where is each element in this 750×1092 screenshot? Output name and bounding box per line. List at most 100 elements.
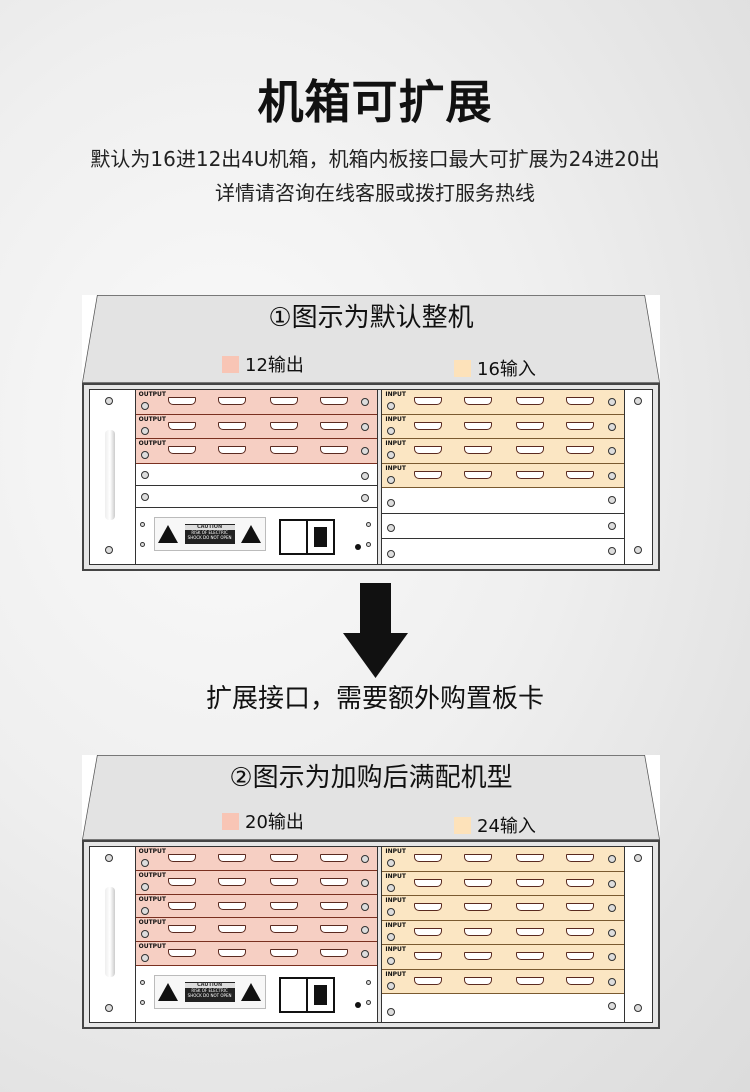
- blank-slot: [135, 464, 378, 486]
- hdmi-port-icon: [414, 927, 443, 936]
- caution-text: RISK OF ELECTRIC SHOCK DO NOT OPEN: [187, 530, 232, 540]
- hdmi-port-icon: [516, 952, 545, 960]
- port-label: INPUT: [385, 872, 407, 880]
- right-panel: [624, 390, 652, 564]
- blank-slot: [382, 488, 625, 514]
- hdmi-port-icon: [319, 949, 348, 958]
- hdmi-port-icon: [217, 925, 246, 934]
- hdmi-port-icon: [319, 901, 348, 910]
- input-card: INPUT: [382, 871, 625, 896]
- caution-title: CAUTION: [184, 982, 235, 988]
- caution-text: RISK OF ELECTRIC SHOCK DO NOT OPEN: [187, 987, 232, 998]
- hdmi-port-icon: [516, 854, 545, 862]
- hdmi-port-icon: [516, 421, 545, 430]
- hdmi-port-icon: [167, 901, 196, 910]
- hdmi-port-icon: [319, 925, 348, 934]
- hdmi-port-icon: [319, 854, 348, 862]
- hdmi-port-icon: [414, 421, 443, 430]
- hdmi-port-icon: [319, 446, 348, 454]
- port-label: INPUT: [385, 391, 407, 398]
- hdmi-port-icon: [464, 927, 493, 936]
- hdmi-port-icon: [269, 901, 298, 910]
- warning-icon: [241, 525, 262, 543]
- hdmi-port-icon: [516, 470, 545, 479]
- input-card: INPUT: [382, 847, 625, 872]
- port-label: OUTPUT: [138, 895, 167, 903]
- hdmi-port-icon: [464, 976, 493, 985]
- hdmi-port-icon: [167, 877, 196, 886]
- output-card: OUTPUT: [135, 918, 378, 943]
- power-inlet-icon: [281, 521, 308, 553]
- hdmi-port-icon: [464, 470, 493, 479]
- hdmi-port-icon: [516, 903, 545, 911]
- blank-slot: [382, 994, 624, 1022]
- hdmi-port-icon: [516, 397, 545, 405]
- hdmi-port-icon: [414, 976, 443, 985]
- input-card: INPUT: [382, 390, 625, 415]
- hdmi-port-icon: [566, 878, 595, 887]
- port-label: INPUT: [385, 464, 407, 472]
- output-card: OUTPUT: [135, 894, 378, 919]
- output-card: OUTPUT: [135, 439, 378, 464]
- hdmi-port-icon: [217, 397, 246, 405]
- hdmi-port-icon: [464, 903, 493, 911]
- hdmi-port-icon: [167, 421, 196, 430]
- output-color-swatch: [222, 355, 239, 373]
- hdmi-port-icon: [414, 952, 443, 960]
- input-legend-label: 16输入: [477, 359, 536, 380]
- left-handle-panel: [90, 390, 136, 564]
- input-legend: 16输入: [454, 355, 536, 381]
- output-legend-label: 12输出: [245, 355, 304, 376]
- blank-slot: [135, 486, 378, 508]
- power-socket: [278, 976, 335, 1013]
- hdmi-port-icon: [217, 901, 246, 910]
- blank-slot: [382, 539, 624, 564]
- hdmi-port-icon: [414, 854, 443, 862]
- hdmi-port-icon: [566, 421, 595, 430]
- hdmi-port-icon: [516, 878, 545, 887]
- port-label: OUTPUT: [138, 919, 167, 927]
- chassis-label: ①图示为默认整机: [268, 303, 474, 333]
- port-label: INPUT: [385, 897, 407, 904]
- input-legend: 24输入: [454, 812, 536, 838]
- hdmi-port-icon: [566, 976, 595, 985]
- hdmi-port-icon: [217, 949, 246, 958]
- hdmi-port-icon: [269, 925, 298, 934]
- port-label: OUTPUT: [138, 440, 167, 447]
- power-socket: [278, 519, 335, 555]
- hdmi-port-icon: [167, 925, 196, 934]
- hdmi-port-icon: [217, 446, 246, 454]
- warning-icon: [157, 982, 178, 1001]
- chassis-label: ②图示为加购后满配机型: [229, 763, 513, 793]
- power-switch[interactable]: [308, 979, 333, 1011]
- input-card: INPUT: [382, 945, 625, 970]
- subtitle-line-1: 默认为16进12出4U机箱，机箱内板接口最大可扩展为24进20出: [90, 147, 660, 171]
- hdmi-port-icon: [269, 446, 298, 454]
- power-switch[interactable]: [308, 521, 333, 553]
- power-inlet-icon: [281, 978, 308, 1011]
- caution-title: CAUTION: [184, 525, 235, 530]
- port-label: OUTPUT: [138, 415, 167, 423]
- hdmi-port-icon: [269, 421, 298, 430]
- output-legend: 20输出: [222, 808, 304, 834]
- hdmi-port-icon: [414, 878, 443, 887]
- hdmi-port-icon: [319, 877, 348, 886]
- hdmi-port-icon: [516, 976, 545, 985]
- output-legend-label: 20输出: [245, 812, 304, 833]
- output-legend: 12输出: [222, 351, 304, 377]
- hdmi-port-icon: [269, 397, 298, 405]
- input-card: INPUT: [382, 439, 625, 464]
- input-card: INPUT: [382, 414, 625, 439]
- hdmi-port-icon: [566, 952, 595, 960]
- expansion-note: 扩展接口，需要额外购置板卡: [205, 684, 544, 714]
- port-label: INPUT: [385, 970, 407, 978]
- input-color-swatch: [454, 359, 471, 377]
- output-card: OUTPUT: [135, 847, 378, 871]
- hdmi-port-icon: [464, 446, 493, 454]
- chassis-full: ②图示为加购后满配机型 20输出 24输入 OUTPUT OUTPUT OUTPUT…: [82, 755, 660, 1029]
